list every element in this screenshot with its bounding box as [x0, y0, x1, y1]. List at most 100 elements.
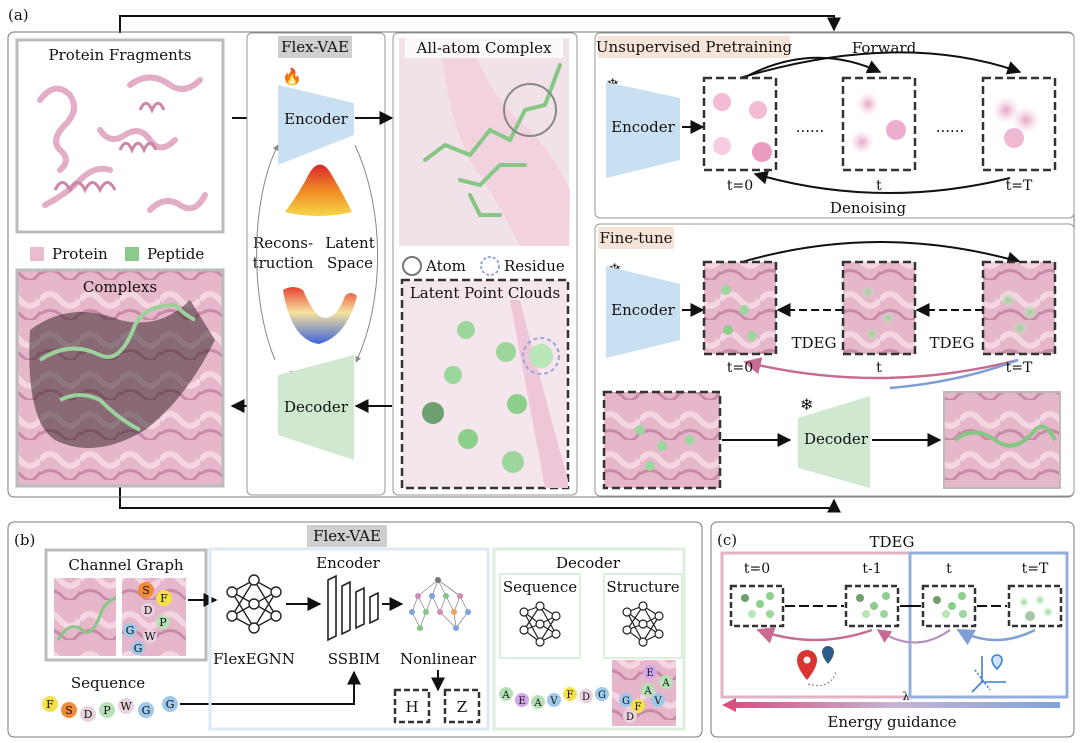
protein-fragments-title: Protein Fragments	[48, 46, 191, 64]
sequence-beads	[42, 696, 178, 722]
latent-points	[422, 321, 553, 473]
panel-a-label: (a)	[8, 6, 29, 24]
unsup-title: Unsupervised Pretraining	[596, 38, 793, 56]
h-label: H	[405, 698, 418, 716]
ft-output-surface	[943, 391, 1061, 489]
unsup-encoder-shape	[606, 82, 680, 178]
recon-cycle-left	[256, 144, 279, 361]
flexegnn-label: FlexEGNN	[213, 650, 295, 668]
c-frame-t0	[729, 584, 785, 628]
complexs-title: Complexs	[83, 278, 157, 296]
unsup-dots-2: ......	[936, 118, 965, 136]
z-label: Z	[457, 698, 467, 716]
svg-text:G: G	[126, 624, 135, 637]
residue-legend-label: Residue	[504, 257, 565, 275]
ft-forward-arrow	[741, 241, 1022, 266]
legend-peptide-label: Peptide	[147, 245, 204, 263]
unsup-title-bg	[598, 36, 790, 58]
latent-label-2: Space	[327, 254, 373, 272]
unsup-frame-t0	[702, 76, 778, 172]
c-t-label: t	[946, 561, 952, 577]
unsup-t: t	[876, 178, 882, 194]
decoder-seq-network-icon	[519, 601, 561, 647]
c-pink-guidance-arrow	[756, 626, 873, 644]
protein-fragment-helices	[53, 101, 166, 194]
svg-text:V: V	[653, 696, 662, 707]
allatom-title: All-atom Complex	[416, 39, 552, 57]
complexs-cavity	[29, 300, 216, 448]
lambda-label: λ	[903, 690, 910, 703]
hill-surface	[285, 164, 352, 216]
svg-text:V: V	[549, 696, 558, 707]
ssbim-label: SSBIM	[328, 650, 381, 668]
ft-t0: t=0	[727, 360, 753, 376]
allatom-title-bg	[405, 38, 563, 58]
legend-peptide-swatch	[125, 247, 139, 261]
svg-text:W: W	[144, 630, 156, 643]
decoder-struct-network-icon	[622, 601, 664, 647]
b-flexvae-title: Flex-VAE	[313, 527, 381, 545]
protein-fragment-ribbons	[37, 74, 208, 213]
h-box	[393, 688, 431, 724]
c-blue-region	[908, 551, 1069, 699]
svg-text:E: E	[518, 696, 525, 707]
ft-encoder-label: Encoder	[611, 301, 676, 319]
top-connector	[119, 15, 841, 33]
atom-legend-icon	[402, 256, 422, 276]
latent-pc-title: Latent Point Clouds	[410, 284, 560, 302]
ft-frame-t0	[702, 260, 778, 356]
channel-graph-surface-1	[54, 578, 116, 656]
panel-b-frame	[7, 521, 703, 738]
tdeg-bg-1	[788, 330, 840, 354]
arrow-sequence-to-ssbim	[180, 670, 361, 705]
decoded-sequence-beads	[499, 687, 609, 709]
allatom-sticks	[423, 63, 562, 217]
svg-text:D: D	[582, 692, 590, 703]
nonlinear-label: Nonlinear	[400, 650, 477, 668]
finetune-title: Fine-tune	[599, 229, 672, 247]
svg-text:S: S	[65, 704, 73, 717]
svg-text:P: P	[159, 616, 167, 629]
svg-text:A: A	[501, 690, 510, 701]
b-encoder-title: Encoder	[316, 554, 381, 572]
decoder-shape	[278, 355, 354, 460]
c-blue-guidance-arrow	[956, 628, 1036, 646]
forward-arrow-1	[739, 56, 882, 81]
svg-text:F: F	[567, 690, 574, 701]
unsup-frame-tT	[981, 76, 1057, 172]
svg-text:D: D	[626, 712, 634, 723]
svg-text:P: P	[103, 704, 111, 717]
channel-graph-surface-2	[122, 578, 186, 656]
b-encoder-box	[208, 547, 490, 731]
recon-label-2: truction	[253, 254, 314, 272]
ft-tT: t=T	[1006, 360, 1033, 376]
svg-text:G: G	[142, 704, 151, 717]
ft-frame-t	[841, 260, 917, 356]
panel-c-label: (c)	[717, 531, 737, 549]
unsup-dots-1: ......	[796, 118, 825, 136]
b-decoder-box	[492, 547, 686, 731]
ft-tdeg-label-2: TDEG	[930, 334, 975, 352]
ft-guidance-arrow	[743, 357, 1019, 380]
c-t0-label: t=0	[744, 561, 770, 577]
energy-guidance-bar	[730, 702, 1060, 708]
panel-c-title: TDEG	[870, 533, 915, 551]
panel-b-label: (b)	[14, 531, 35, 549]
decoder-label: Decoder	[284, 398, 349, 416]
unsup-t0: t=0	[727, 178, 753, 194]
ft-decoder-shape	[798, 396, 870, 488]
svg-text:W: W	[120, 700, 132, 713]
location-pin-icon	[797, 646, 837, 686]
svg-text:G: G	[622, 696, 630, 707]
ft-tdeg-label-1: TDEG	[792, 334, 837, 352]
svg-text:A: A	[643, 686, 652, 697]
recon-cycle-right	[354, 144, 379, 363]
energy-guidance-label: Energy guidance	[827, 713, 956, 731]
nonlinear-network-icon	[411, 579, 469, 629]
svg-text:S: S	[142, 584, 150, 597]
svg-text:A: A	[533, 698, 542, 709]
ft-encoder-shape	[606, 266, 680, 358]
unsup-frame-t	[841, 76, 917, 172]
decoded-structure-letters: E A A V G F D	[622, 668, 670, 723]
